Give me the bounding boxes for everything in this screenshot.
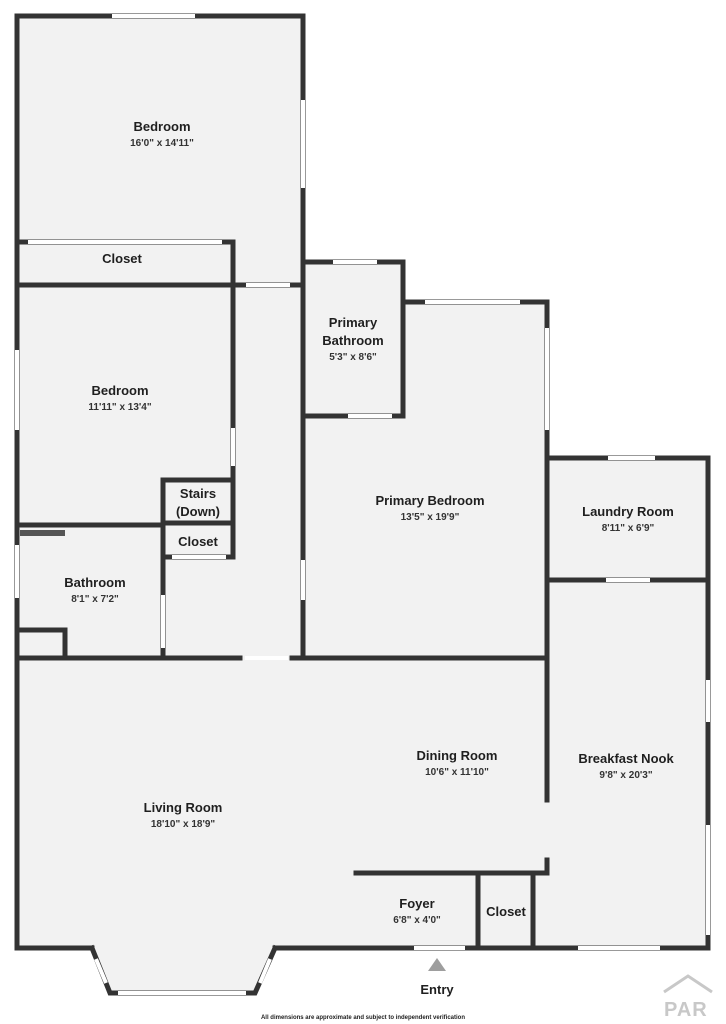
breakfast-nook-dims: 9'8" x 20'3": [599, 770, 652, 781]
living-room-dims: 18'10" x 18'9": [151, 819, 216, 830]
floor-main: [17, 262, 708, 993]
disclaimer-text: All dimensions are approximate and subje…: [261, 1015, 465, 1021]
entry-marker: Entry: [420, 958, 454, 997]
hatch-detail: [20, 530, 65, 536]
laundry-room-name: Laundry Room: [582, 504, 674, 519]
bedroom-mid-dims: 11'11" x 13'4": [88, 402, 151, 413]
window-bay-left: [94, 958, 108, 984]
bedroom-mid-name: Bedroom: [91, 383, 148, 398]
wall-closet-entry: [475, 870, 536, 951]
dining-room-dims: 10'6" x 11'10": [425, 767, 489, 778]
foyer-name: Foyer: [399, 896, 434, 911]
wall-stairs-box: [160, 477, 236, 661]
room-labels: Bedroom 16'0" x 14'11" Closet Bedroom 11…: [64, 119, 674, 926]
window-bay-right: [258, 958, 272, 984]
bedroom-top-dims: 16'0" x 14'11": [130, 138, 194, 149]
closet-entry-name: Closet: [486, 904, 526, 919]
par-logo: PAR: [663, 974, 713, 1021]
stairs-name-line2: (Down): [176, 504, 220, 519]
closet-top-name: Closet: [102, 251, 142, 266]
dining-room-name: Dining Room: [417, 748, 498, 763]
primary-bathroom-dims: 5'3" x 8'6": [329, 352, 377, 363]
primary-bedroom-dims: 13'5" x 19'9": [401, 512, 460, 523]
bathroom-dims: 8'1" x 7'2": [71, 594, 119, 605]
primary-bathroom-name-line1: Primary: [329, 315, 378, 330]
primary-bathroom-name-line2: Bathroom: [322, 333, 383, 348]
wall-bath-linen: [14, 627, 68, 661]
windows: [15, 14, 710, 995]
par-logo-roof-icon: [663, 974, 713, 994]
entry-arrow-icon: [428, 958, 446, 971]
foyer-dims: 6'8" x 4'0": [393, 915, 441, 926]
wall-outer-left: [14, 13, 95, 951]
bathroom-name: Bathroom: [64, 575, 125, 590]
breakfast-nook-name: Breakfast Nook: [578, 751, 674, 766]
stairs-name-line1: Stairs: [180, 486, 216, 501]
floor-fills: [17, 16, 708, 993]
entry-label: Entry: [420, 982, 454, 997]
bedroom-top-name: Bedroom: [133, 119, 190, 134]
living-room-name: Living Room: [144, 800, 223, 815]
laundry-room-dims: 8'11" x 6'9": [602, 523, 655, 534]
primary-bedroom-name: Primary Bedroom: [375, 493, 484, 508]
par-logo-text: PAR: [664, 999, 708, 1021]
floor-west-wing: [17, 16, 303, 285]
closet-hall-name: Closet: [178, 534, 218, 549]
